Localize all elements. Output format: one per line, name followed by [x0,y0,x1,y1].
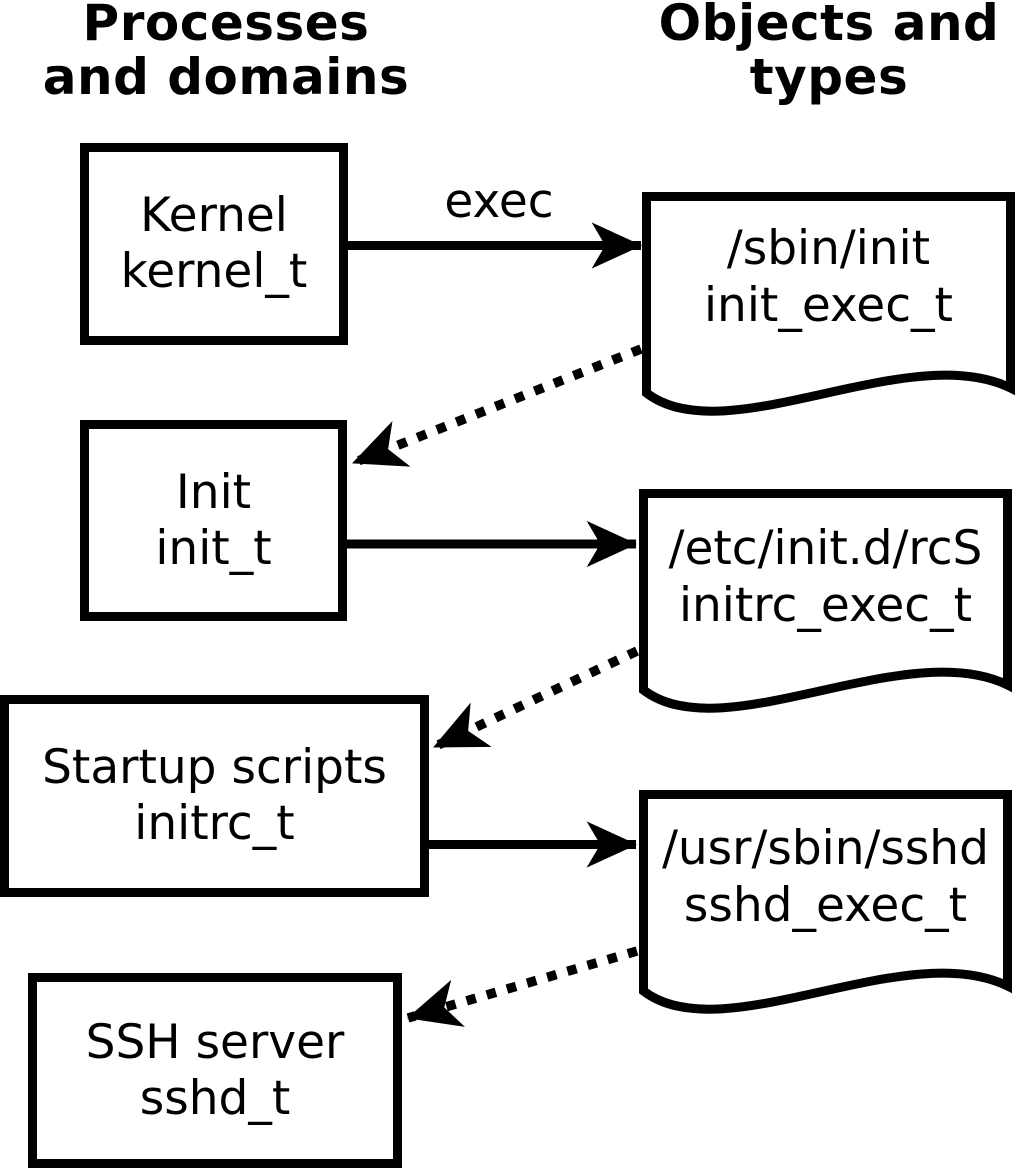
process-box-ssh-server: SSH server sshd_t [28,973,402,1168]
process-name: Startup scripts [42,740,387,795]
process-domain: kernel_t [120,244,308,299]
process-box-init: Init init_t [80,420,347,621]
dotted-arrow-rcS-to-initrc [431,646,640,752]
process-name: Init [175,464,252,520]
object-type: sshd_exec_t [683,878,968,933]
object-label-init-exec: /sbin/init init_exec_t [642,220,1015,334]
object-path: /sbin/init [726,221,931,276]
document-shape-initrc-exec [639,489,1012,713]
column-header-processes: Processes and domains [42,0,410,106]
dotted-arrow-sshd-exec-to-sshd [406,946,639,1027]
dotted-arrow-sbin-init-to-init [351,344,643,468]
process-name: SSH server [85,1014,345,1070]
exec-arrow-label: exec [444,174,554,229]
process-box-startup-scripts: Startup scripts initrc_t [0,695,429,897]
object-type: init_exec_t [704,278,953,333]
column-header-objects: Objects and types [658,0,1000,106]
object-label-initrc-exec: /etc/init.d/rcS initrc_exec_t [639,520,1012,634]
object-type: initrc_exec_t [678,578,973,633]
process-domain: initrc_t [134,796,295,851]
object-path: /etc/init.d/rcS [668,521,983,576]
process-box-kernel: Kernel kernel_t [80,143,348,345]
object-label-sshd-exec: /usr/sbin/sshd sshd_exec_t [639,820,1012,934]
document-shape-sshd-exec [639,790,1012,1014]
process-name: Kernel [140,188,288,243]
process-domain: init_t [155,520,272,576]
object-path: /usr/sbin/sshd [662,821,989,876]
process-domain: sshd_t [139,1070,291,1126]
document-shape-init-exec [642,192,1015,416]
